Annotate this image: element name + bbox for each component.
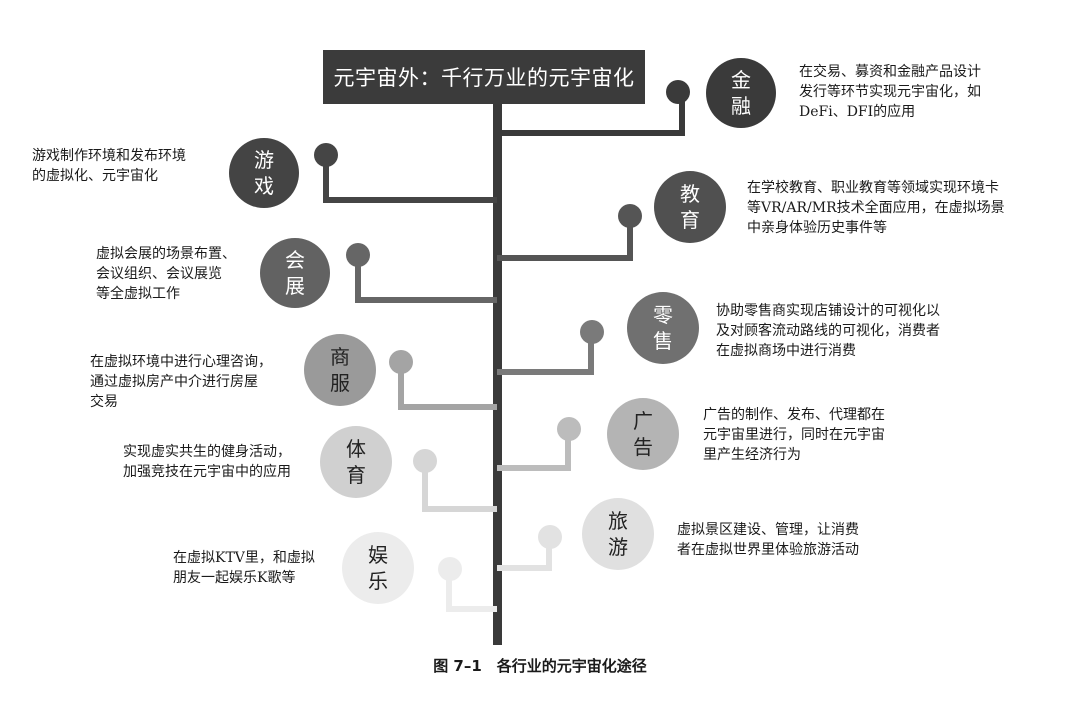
node-game: 游 戏 (229, 138, 299, 208)
node-advertising: 广 告 (607, 398, 679, 470)
node-dot-education (618, 204, 642, 228)
connector-game (323, 155, 497, 203)
node-exhibition-char2: 展 (285, 274, 305, 298)
node-finance-char2: 融 (731, 94, 751, 118)
node-sports-char2: 育 (346, 463, 366, 487)
figure-caption: 图 7–1 各行业的元宇宙化途径 (433, 657, 647, 675)
node-retail: 零 售 (627, 292, 699, 364)
desc-commerce: 在虚拟环境中进行心理咨询， 通过虚拟房产中介进行房屋 交易 (90, 354, 272, 410)
connector-finance (497, 92, 685, 136)
node-game-char2: 戏 (254, 174, 274, 198)
node-dot-finance (666, 80, 690, 104)
node-exhibition: 会 展 (260, 238, 330, 308)
desc-sports: 实现虚实共生的健身活动， 加强竞技在元宇宙中的应用 (123, 444, 291, 480)
node-entertainment-char2: 乐 (368, 569, 388, 593)
node-dot-travel (538, 525, 562, 549)
node-advertising-char2: 告 (633, 435, 653, 459)
node-education-char2: 育 (680, 208, 700, 232)
node-travel: 旅 游 (582, 498, 654, 570)
node-commerce-char1: 商 (330, 345, 350, 369)
node-dot-exhibition (346, 243, 370, 267)
connector-education (497, 218, 633, 261)
desc-retail: 协助零售商实现店铺设计的可视化以 及对顾客流动路线的可视化，消费者 在虚拟商场中… (716, 303, 940, 359)
connector-entertainment (446, 572, 497, 612)
node-dot-entertainment (438, 557, 462, 581)
node-advertising-char1: 广 (633, 409, 653, 433)
node-entertainment: 娱 乐 (342, 532, 414, 604)
node-dot-retail (580, 320, 604, 344)
node-commerce: 商 服 (304, 334, 376, 406)
node-retail-char1: 零 (653, 303, 673, 327)
node-education-char1: 教 (680, 182, 700, 206)
node-travel-char1: 旅 (608, 509, 628, 533)
node-finance: 金 融 (706, 58, 776, 128)
node-retail-char2: 售 (653, 329, 673, 353)
diagram-title: 元宇宙外：千行万业的元宇宙化 (323, 50, 645, 104)
node-finance-char1: 金 (731, 68, 751, 92)
node-sports-char1: 体 (346, 437, 366, 461)
node-commerce-char2: 服 (330, 371, 350, 395)
desc-travel: 虚拟景区建设、管理，让消费 者在虚拟世界里体验旅游活动 (677, 522, 859, 558)
desc-game: 游戏制作环境和发布环境 的虚拟化、元宇宙化 (32, 148, 186, 184)
node-entertainment-char1: 娱 (368, 543, 388, 567)
node-exhibition-char1: 会 (285, 248, 305, 272)
node-travel-char2: 游 (608, 535, 628, 559)
node-dot-sports (413, 449, 437, 473)
desc-exhibition: 虚拟会展的场景布置、 会议组织、会议展览 等全虚拟工作 (96, 246, 236, 302)
node-sports: 体 育 (320, 426, 392, 498)
node-dot-game (314, 143, 338, 167)
node-dot-advertising (557, 417, 581, 441)
connector-advertising (497, 430, 571, 471)
connector-retail (497, 334, 594, 375)
desc-finance: 在交易、募资和金融产品设计 发行等环节实现元宇宙化，如 DeFi、DFI的应用 (799, 64, 981, 120)
desc-advertising: 广告的制作、发布、代理都在 元宇宙里进行，同时在元宇宙 里产生经济行为 (703, 407, 885, 463)
node-game-char1: 游 (254, 148, 274, 172)
connector-exhibition (355, 257, 497, 303)
desc-entertainment: 在虚拟KTV里，和虚拟 朋友一起娱乐K歌等 (173, 550, 315, 586)
connector-commerce (398, 364, 497, 410)
node-education: 教 育 (654, 171, 726, 243)
connector-sports (422, 462, 497, 512)
desc-education: 在学校教育、职业教育等领域实现环境卡 等VR/AR/MR技术全面应用，在虚拟场景… (747, 180, 1005, 236)
node-dot-commerce (389, 350, 413, 374)
